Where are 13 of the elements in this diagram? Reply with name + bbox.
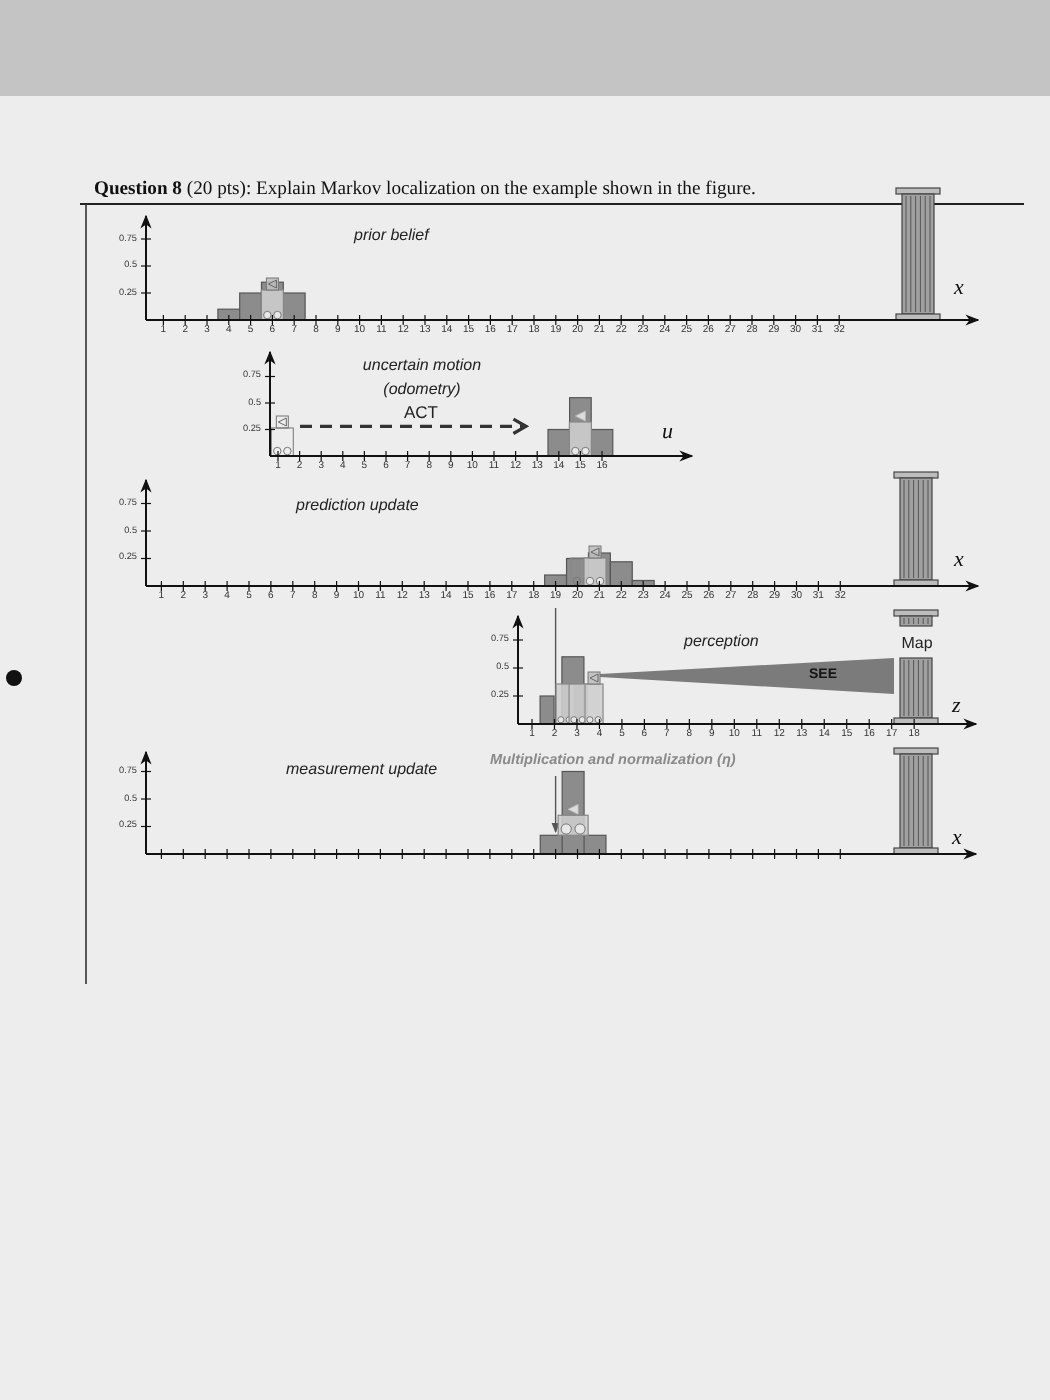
chart-label: measurement update <box>286 762 438 778</box>
axis-label: u <box>662 422 673 444</box>
chart-label: uncertain motion (odometry) <box>360 354 484 402</box>
chart-label: prior belief <box>354 228 429 244</box>
question-heading: Question 8 (20 pts): Explain Markov localization on the example shown in the figure. <box>94 180 756 200</box>
chart-label: prediction update <box>296 498 419 514</box>
axis-label: x <box>954 550 964 572</box>
map-label: Map <box>901 636 933 652</box>
axis-label: x <box>954 278 964 300</box>
arrow-label: ACT <box>404 404 438 421</box>
axis-label: x <box>952 828 962 850</box>
chart-label: perception <box>684 634 759 650</box>
axis-label: z <box>952 696 961 718</box>
